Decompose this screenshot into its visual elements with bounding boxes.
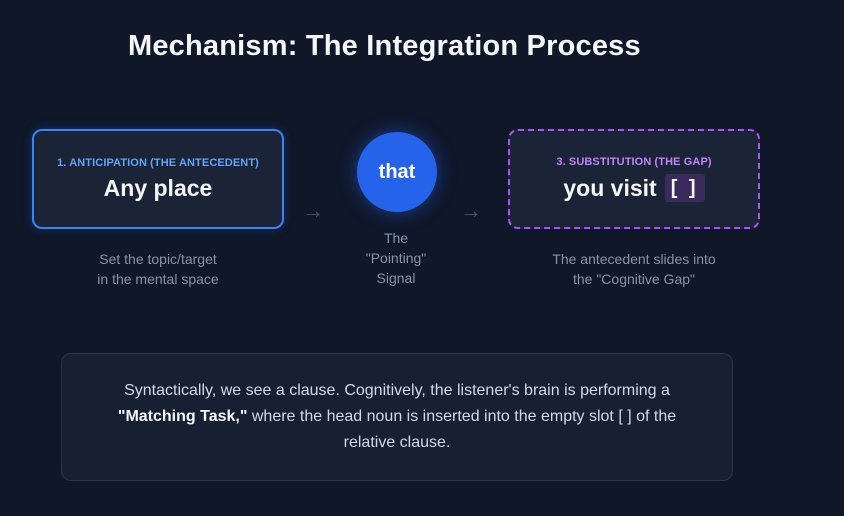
antecedent-text: Any place — [103, 174, 213, 201]
anticipation-card: 1. ANTICIPATION (THE ANTECEDENT) Any pla… — [32, 129, 284, 229]
pointing-caption-line: The — [383, 230, 409, 246]
anticipation-caption-line: Set the topic/target — [99, 251, 217, 267]
pointing-signal-circle: that — [357, 132, 437, 212]
right-arrow-icon: → — [460, 198, 482, 223]
relative-clause-text: you visit — [563, 174, 657, 201]
right-arrow-icon: → — [302, 198, 324, 223]
pointing-caption-line: Signal — [376, 270, 416, 286]
anticipation-caption: Set the topic/target in the mental space — [60, 249, 256, 289]
pointing-signal-text: that — [378, 160, 416, 183]
explanation-note: Syntactically, we see a clause. Cognitiv… — [61, 353, 733, 481]
explanation-text-end: where the head noun is inserted into the… — [251, 408, 677, 451]
substitution-caption-line: The antecedent slides into — [552, 251, 716, 267]
substitution-text: you visit [ ] — [563, 174, 705, 202]
anticipation-label: 1. ANTICIPATION (THE ANTECEDENT) — [57, 156, 259, 169]
page-title: Mechanism: The Integration Process — [128, 30, 641, 62]
substitution-caption-line: the "Cognitive Gap" — [572, 271, 695, 287]
pointing-caption: The "Pointing" Signal — [346, 228, 446, 288]
matching-task-emphasis: "Matching Task," — [117, 408, 248, 425]
gap-slot-badge: [ ] — [664, 174, 705, 202]
explanation-text: Syntactically, we see a clause. Cognitiv… — [92, 378, 702, 456]
substitution-caption: The antecedent slides into the "Cognitiv… — [520, 249, 748, 289]
pointing-caption-line: "Pointing" — [365, 250, 427, 266]
anticipation-caption-line: in the mental space — [97, 271, 219, 287]
substitution-label: 3. SUBSTITUTION (THE GAP) — [556, 156, 712, 168]
explanation-text-start: Syntactically, we see a clause. Cognitiv… — [124, 382, 670, 399]
substitution-card: 3. SUBSTITUTION (THE GAP) you visit [ ] — [508, 129, 760, 229]
